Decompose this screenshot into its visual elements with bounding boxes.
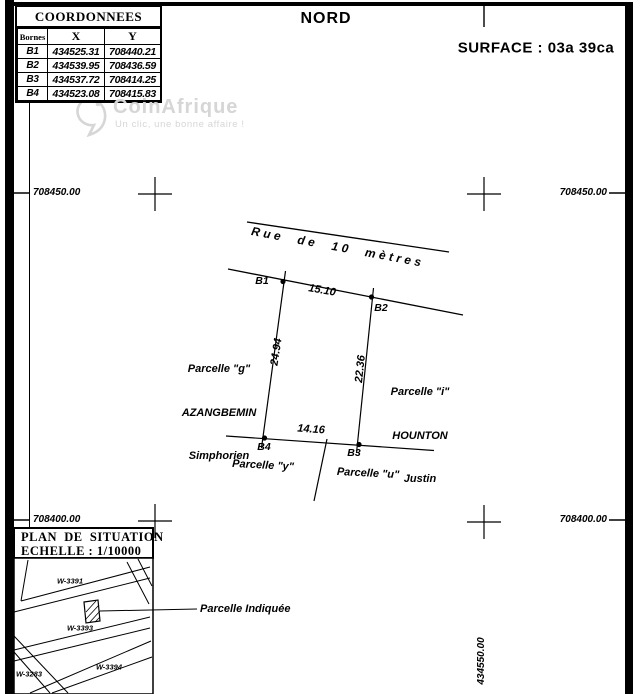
coordinates-table-title: COORDONNEES: [17, 7, 160, 28]
borne-y: 708415.83: [104, 86, 161, 101]
situation-plan-title: PLAN DE SITUATION: [21, 530, 164, 544]
surface-label: SURFACE : 03a 39ca: [457, 39, 615, 57]
borne-x: 434525.31: [47, 44, 105, 59]
grid-label-top-right: 708450.00: [559, 187, 607, 198]
west-neighbor-line2: AZANGBEMIN: [181, 406, 257, 419]
grid-label-bottom-right: 708400.00: [559, 514, 607, 525]
borne-y: 708414.25: [104, 72, 161, 87]
borne-x: 434539.95: [47, 58, 105, 73]
borne-id: B4: [17, 86, 48, 101]
east-neighbor-line3: Justin: [403, 473, 437, 485]
table-row: B1 434525.31 708440.21: [17, 44, 161, 59]
grid-label-right-vertical: 434550.00: [476, 637, 487, 685]
corner-label-b2: B2: [374, 301, 388, 314]
coinafrique-logo-icon: [76, 96, 107, 138]
table-row: B4 434523.08 708415.83: [17, 86, 161, 101]
east-neighbor-label: Parcelle "i" HOUNTON Justin: [391, 356, 450, 516]
measure-bottom: 14.16: [296, 422, 326, 437]
column-header-bornes: Bornes: [17, 28, 48, 45]
indicated-parcel-hatch: [83, 599, 101, 624]
borne-id: B1: [17, 44, 48, 59]
table-row: B3 434537.72 708414.25: [17, 72, 161, 87]
parcel-boundary: [225, 270, 435, 502]
east-neighbor-line2: HOUNTON: [392, 429, 448, 442]
borne-id: B2: [17, 58, 48, 73]
borne-x: 434537.72: [47, 72, 105, 87]
corner-label-b4: B4: [257, 440, 271, 453]
watermark-tagline: Un clic, une bonne affaire !: [115, 119, 245, 130]
indicated-parcel-leader-line: [99, 608, 198, 612]
column-header-x: X: [47, 28, 105, 45]
situation-plan-scale: ECHELLE : 1/10000: [21, 544, 142, 558]
west-neighbor-line1: Parcelle "g": [187, 363, 251, 375]
west-neighbor-label: Parcelle "g" AZANGBEMIN Simphorien: [182, 333, 257, 493]
indicated-parcel-label: Parcelle Indiquée: [200, 603, 291, 615]
table-row: B2 434539.95 708436.59: [17, 58, 161, 73]
borne-id: B3: [17, 72, 48, 87]
corner-label-b1: B1: [255, 274, 269, 287]
road-lines: [227, 221, 464, 316]
north-label: NORD: [300, 10, 352, 27]
column-header-y: Y: [104, 28, 161, 45]
borne-y: 708436.59: [104, 58, 161, 73]
grid-crosses: [138, 177, 501, 539]
grid-label-top-left: 708450.00: [33, 187, 81, 198]
block-label-bottom-right: W-3394: [96, 662, 122, 672]
coordinates-table: COORDONNEES Bornes X Y B1 434525.31 7084…: [15, 5, 162, 103]
east-neighbor-line1: Parcelle "i": [390, 386, 450, 398]
grid-label-bottom-left: 708400.00: [33, 514, 81, 525]
block-label-middle: W-3393: [67, 623, 93, 633]
west-neighbor-line3: Simphorien: [188, 450, 250, 462]
borne-x: 434523.08: [47, 86, 105, 101]
borne-y: 708440.21: [104, 44, 161, 59]
watermark-brand: CoinAfrique: [113, 96, 239, 118]
corner-label-b3: B3: [347, 446, 361, 459]
block-label-bottom-left: W-3283: [16, 669, 42, 679]
block-label-top: W-3391: [57, 576, 83, 586]
grid-ticks: [14, 192, 625, 521]
situation-plan-inset: [13, 527, 198, 694]
parcel-corner-points: [261, 278, 375, 448]
